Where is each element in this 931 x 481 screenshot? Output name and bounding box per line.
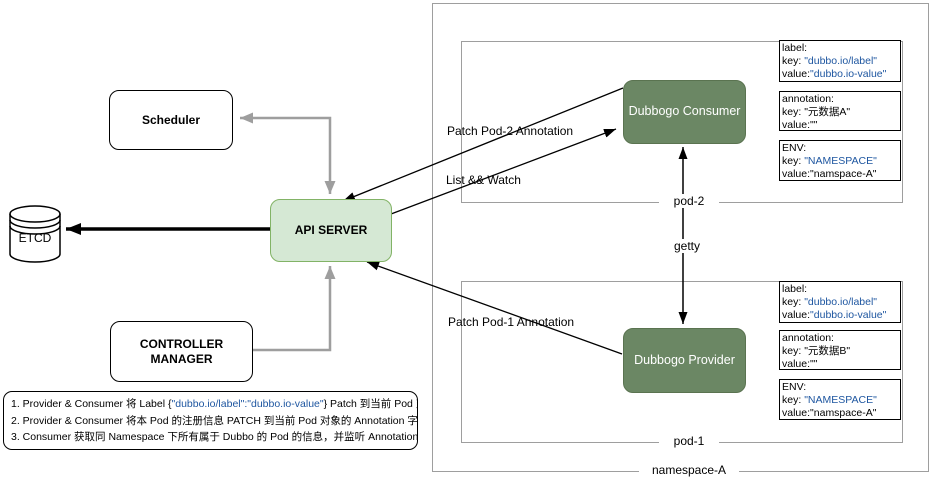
edge-apiserver-controller-manager [240,266,336,356]
info-key-prefix: key: [782,296,805,308]
info-value-prefix: value: [782,68,811,80]
info-key-line: key: "NAMESPACE" [782,394,898,407]
pod2-annotation-info-box: annotation: key: "元数据A" value:"" [779,91,901,131]
info-key-value: "元数据A" [804,106,851,118]
info-key-value: "NAMESPACE" [804,394,877,406]
info-value-value: "namspace-A" [810,168,877,180]
info-value-value: "namspace-A" [810,407,877,419]
edge-patch-pod1 [366,261,623,355]
info-value-value: "" [810,358,818,370]
namespace-label: namespace-A [639,463,739,477]
info-title: ENV: [782,142,807,154]
info-value-line: value:"" [782,358,898,371]
info-value-prefix: value: [782,309,811,321]
info-title: label: [782,283,808,295]
controller-manager-node: CONTROLLER MANAGER [110,321,253,382]
info-title: ENV: [782,381,807,393]
controller-manager-label: CONTROLLER MANAGER [139,336,224,366]
info-key-value: "元数据B" [804,345,851,357]
pod2-label: pod-2 [659,194,719,208]
info-value-value: "" [810,119,818,131]
api-server-node: API SERVER [270,199,392,262]
dubbogo-provider-label: Dubbogo Provider [634,352,735,367]
notes-line1-highlight: "dubbo.io/label":"dubbo.io-value" [171,398,324,410]
list-watch-label: List && Watch [446,173,521,187]
pod1-label-info-box: label: key: "dubbo.io/label" value:"dubb… [779,281,901,323]
patch-pod2-annotation-label: Patch Pod-2 Annotation [447,124,574,138]
info-key-line: key: "dubbo.io/label" [782,55,898,68]
info-key-prefix: key: [782,106,805,118]
notes-box: 1. Provider & Consumer 将 Label {"dubbo.i… [3,391,418,450]
info-key-prefix: key: [782,345,805,357]
info-value-prefix: value: [782,358,811,370]
info-key-value: "NAMESPACE" [804,155,877,167]
info-key-prefix: key: [782,55,805,67]
edge-apiserver-scheduler [240,112,336,194]
pod1-label: pod-1 [659,434,719,448]
info-title: annotation: [782,332,834,344]
info-value-prefix: value: [782,407,811,419]
info-key-prefix: key: [782,394,805,406]
pod2-env-info-box: ENV: key: "NAMESPACE" value:"namspace-A" [779,140,901,181]
pod2-label-info-box: label: key: "dubbo.io/label" value:"dubb… [779,40,901,82]
info-value-line: value:"dubbo.io-value" [782,68,898,81]
info-value-prefix: value: [782,168,811,180]
info-key-value: "dubbo.io/label" [804,296,878,308]
etcd-label: ETCD [18,231,52,245]
scheduler-label: Scheduler [141,112,201,127]
info-value-prefix: value: [782,119,811,131]
info-value-line: value:"" [782,119,898,132]
pod1-annotation-info-box: annotation: key: "元数据B" value:"" [779,330,901,370]
edge-list-watch [390,128,617,215]
info-value-value: "dubbo.io-value" [810,309,887,321]
edge-patch-pod2 [342,87,624,202]
info-value-line: value:"namspace-A" [782,168,898,181]
getty-label: getty [662,239,712,253]
info-value-line: value:"dubbo.io-value" [782,309,898,322]
info-key-line: key: "元数据A" [782,106,898,119]
info-key-line: key: "元数据B" [782,345,898,358]
dubbogo-provider-node: Dubbogo Provider [623,328,746,393]
dubbogo-consumer-node: Dubbogo Consumer [623,80,746,144]
notes-line-3: 3. Consumer 获取同 Namespace 下所有属于 Dubbo 的 … [11,431,418,443]
scheduler-node: Scheduler [109,90,233,150]
info-key-line: key: "NAMESPACE" [782,155,898,168]
notes-line1-prefix: 1. Provider & Consumer 将 Label { [11,398,172,410]
etcd-cylinder-icon [9,205,61,263]
info-key-value: "dubbo.io/label" [804,55,878,67]
info-key-prefix: key: [782,155,805,167]
notes-line1-suffix: } Patch 到当前 Pod 对象 [323,398,417,410]
info-title: label: [782,42,808,54]
info-key-line: key: "dubbo.io/label" [782,296,898,309]
api-server-label: API SERVER [294,223,368,237]
pod1-env-info-box: ENV: key: "NAMESPACE" value:"namspace-A" [779,379,901,420]
dubbogo-consumer-label: Dubbogo Consumer [628,104,741,119]
info-title: annotation: [782,93,834,105]
patch-pod1-annotation-label: Patch Pod-1 Annotation [448,315,575,329]
info-value-value: "dubbo.io-value" [810,68,887,80]
notes-line-2: 2. Provider & Consumer 将本 Pod 的注册信息 PATC… [11,414,418,427]
info-value-line: value:"namspace-A" [782,407,898,420]
notes-line-1: 1. Provider & Consumer 将 Label {"dubbo.i… [11,396,417,413]
